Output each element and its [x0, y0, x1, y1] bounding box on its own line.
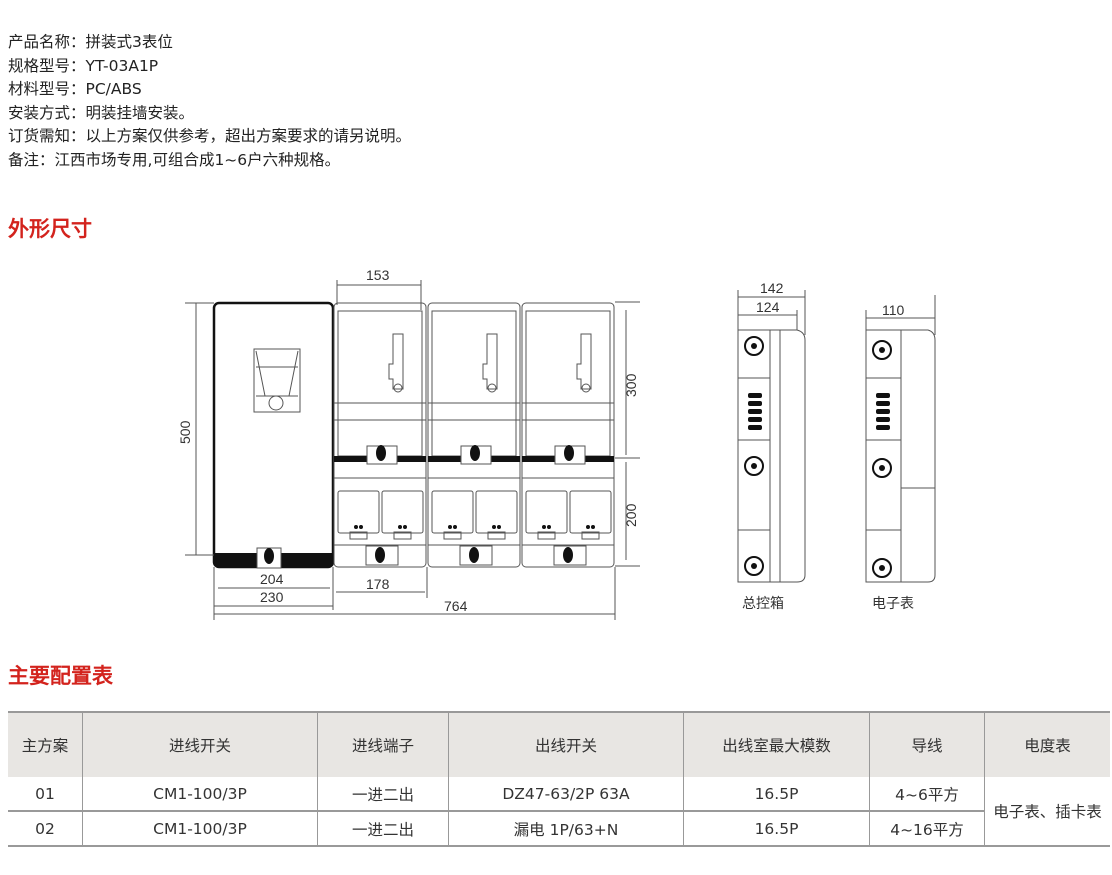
cell: 01	[8, 777, 83, 812]
dim-124: 124	[756, 299, 780, 315]
lock-icon	[375, 547, 385, 563]
spec-note: 备注：江西市场专用,可组合成1~6户六种规格。	[8, 150, 341, 169]
cell: 一进二出	[317, 811, 449, 847]
cell: CM1-100/3P	[82, 811, 318, 847]
lock-icon	[376, 445, 386, 461]
header-cell: 出线室最大模数	[683, 712, 870, 777]
header-cell: 进线开关	[82, 712, 318, 777]
dim-300: 300	[623, 373, 639, 397]
dim-110: 110	[882, 302, 905, 318]
cell-meter-type: 电子表、插卡表	[984, 777, 1110, 846]
breaker-window	[525, 490, 568, 534]
cell: 一进二出	[317, 777, 449, 812]
spec-model: 规格型号：YT-03A1P	[8, 56, 159, 75]
cell: 16.5P	[683, 777, 870, 812]
lock-icon	[564, 445, 574, 461]
config-table: 主方案 进线开关 进线端子 出线开关 出线室最大模数 导线 电度表 01 CM1…	[8, 711, 1110, 847]
cell: CM1-100/3P	[82, 777, 318, 812]
header-cell: 导线	[869, 712, 985, 777]
spec-material: 材料型号：PC/ABS	[8, 80, 142, 98]
lock-icon	[470, 445, 480, 461]
breaker-window	[337, 490, 380, 534]
lock-icon	[563, 547, 573, 563]
dim-500: 500	[177, 420, 193, 444]
cell: 漏电 1P/63+N	[448, 811, 684, 847]
cell: 16.5P	[683, 811, 870, 847]
side-view-meter	[865, 329, 902, 583]
header-cell: 出线开关	[448, 712, 684, 777]
dimension-drawing: 153 500 300 200 204 230 178 764 142 124 …	[177, 267, 936, 620]
section-title-dimensions: 外形尺寸	[8, 217, 92, 241]
product-specs: 产品名称：拼装式3表位 规格型号：YT-03A1P 材料型号：PC/ABS 安装…	[8, 31, 411, 172]
side-view-control	[737, 329, 781, 583]
dim-204: 204	[260, 571, 284, 587]
header-cell: 电度表	[984, 712, 1110, 777]
breaker-window	[381, 490, 424, 534]
lock-icon	[264, 548, 274, 564]
breaker-window	[475, 490, 518, 534]
breaker-window	[569, 490, 612, 534]
cell: 4~6平方	[869, 777, 985, 812]
dim-178: 178	[366, 576, 390, 592]
table-row: 01 CM1-100/3P 一进二出 DZ47-63/2P 63A 16.5P …	[8, 777, 1110, 846]
header-cell: 主方案	[8, 712, 83, 777]
breaker-window	[431, 490, 474, 534]
dim-142: 142	[760, 280, 784, 296]
dim-230: 230	[260, 589, 284, 605]
meter-module	[521, 302, 615, 568]
spec-order: 订货需知：以上方案仅供参考，超出方案要求的请另说明。	[8, 127, 412, 145]
cell: 02	[8, 811, 83, 847]
dim-764: 764	[444, 598, 468, 614]
spec-install: 安装方式：明装挂墙安装。	[8, 103, 195, 122]
dim-200: 200	[623, 503, 639, 527]
control-box-outline	[212, 301, 335, 569]
caption-control-box: 总控箱	[742, 595, 784, 611]
lock-icon	[469, 547, 479, 563]
cell: DZ47-63/2P 63A	[448, 777, 684, 812]
dim-153: 153	[366, 267, 390, 283]
meter-module	[333, 302, 427, 568]
section-title-config: 主要配置表	[8, 664, 113, 688]
cell: 4~16平方	[869, 811, 985, 847]
caption-meter-box: 电子表	[872, 595, 914, 611]
table-row: 02 CM1-100/3P 一进二出 漏电 1P/63+N 16.5P 4~16…	[8, 811, 1110, 847]
meter-module	[427, 302, 521, 568]
spec-name: 产品名称：拼装式3表位	[8, 33, 173, 51]
header-cell: 进线端子	[317, 712, 449, 777]
